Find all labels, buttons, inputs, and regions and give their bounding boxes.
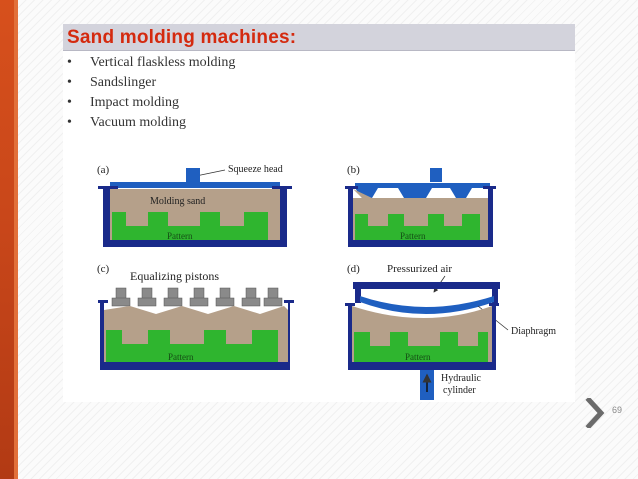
flask	[345, 186, 496, 247]
bullet-item: •Vacuum molding	[67, 113, 235, 133]
bullet-text: Sandslinger	[90, 75, 157, 90]
bullet-item: •Vertical flaskless molding	[67, 53, 235, 73]
pattern-label: Pattern	[167, 231, 193, 241]
diaphragm-label: Diaphragm	[511, 326, 556, 337]
bullet-text: Vertical flaskless molding	[90, 55, 236, 70]
plate-post	[355, 289, 361, 303]
pattern	[355, 214, 480, 240]
squeeze-head-leader	[195, 169, 226, 177]
pattern	[354, 332, 488, 362]
pattern-label: Pattern	[400, 231, 426, 241]
flask	[98, 186, 292, 247]
hydraulic-label: Hydraulic	[441, 373, 482, 384]
bullet-text: Impact molding	[90, 95, 180, 110]
pattern	[106, 330, 278, 362]
diaphragm	[360, 296, 494, 314]
chevron-right-icon[interactable]	[585, 398, 607, 428]
panel-d-diaphragm: (d) Pressurized air Diaphragm Pattern Hy…	[345, 263, 556, 400]
cylinder-label: cylinder	[443, 385, 476, 396]
pressurized-air-label: Pressurized air	[387, 263, 452, 275]
flask	[345, 303, 499, 370]
pressure-plate	[353, 282, 500, 289]
bullet-list: •Vertical flaskless molding •Sandslinger…	[67, 53, 235, 133]
title-bar: Sand molding machines:	[63, 24, 575, 51]
squeeze-head-label: Squeeze head	[228, 164, 283, 175]
pattern-base	[112, 232, 268, 240]
panel-d-label: (d)	[347, 263, 360, 275]
squeeze-plate	[355, 183, 490, 198]
bullet-item: •Impact molding	[67, 93, 235, 113]
bullet-text: Vacuum molding	[90, 115, 187, 130]
bullet-item: •Sandslinger	[67, 73, 235, 93]
molding-sand	[353, 189, 372, 198]
panel-c-label: (c)	[97, 263, 110, 275]
side-accent-bar	[0, 0, 18, 479]
panel-b-squeezed: (b) Pattern	[345, 164, 496, 247]
slide-title: Sand molding machines:	[67, 27, 297, 48]
page-number: 69	[612, 405, 623, 415]
plate-post	[492, 289, 498, 303]
panel-b-label: (b)	[347, 164, 360, 176]
molding-sand-label: Molding sand	[150, 196, 205, 207]
panel-c-equalizing-pistons: (c) Equalizing pistons Pattern	[97, 263, 294, 370]
squeeze-head	[186, 168, 200, 184]
panel-a-label: (a)	[97, 164, 110, 176]
squeeze-head	[430, 168, 442, 182]
pistons	[111, 287, 283, 307]
panel-a-squeeze-head: (a) Squeeze head Molding sand Pattern	[97, 164, 292, 247]
pattern-label: Pattern	[168, 352, 194, 362]
flask	[98, 300, 294, 370]
pattern-label: Pattern	[405, 352, 431, 362]
equalizing-pistons-label: Equalizing pistons	[130, 269, 219, 283]
squeeze-plate	[110, 182, 280, 188]
